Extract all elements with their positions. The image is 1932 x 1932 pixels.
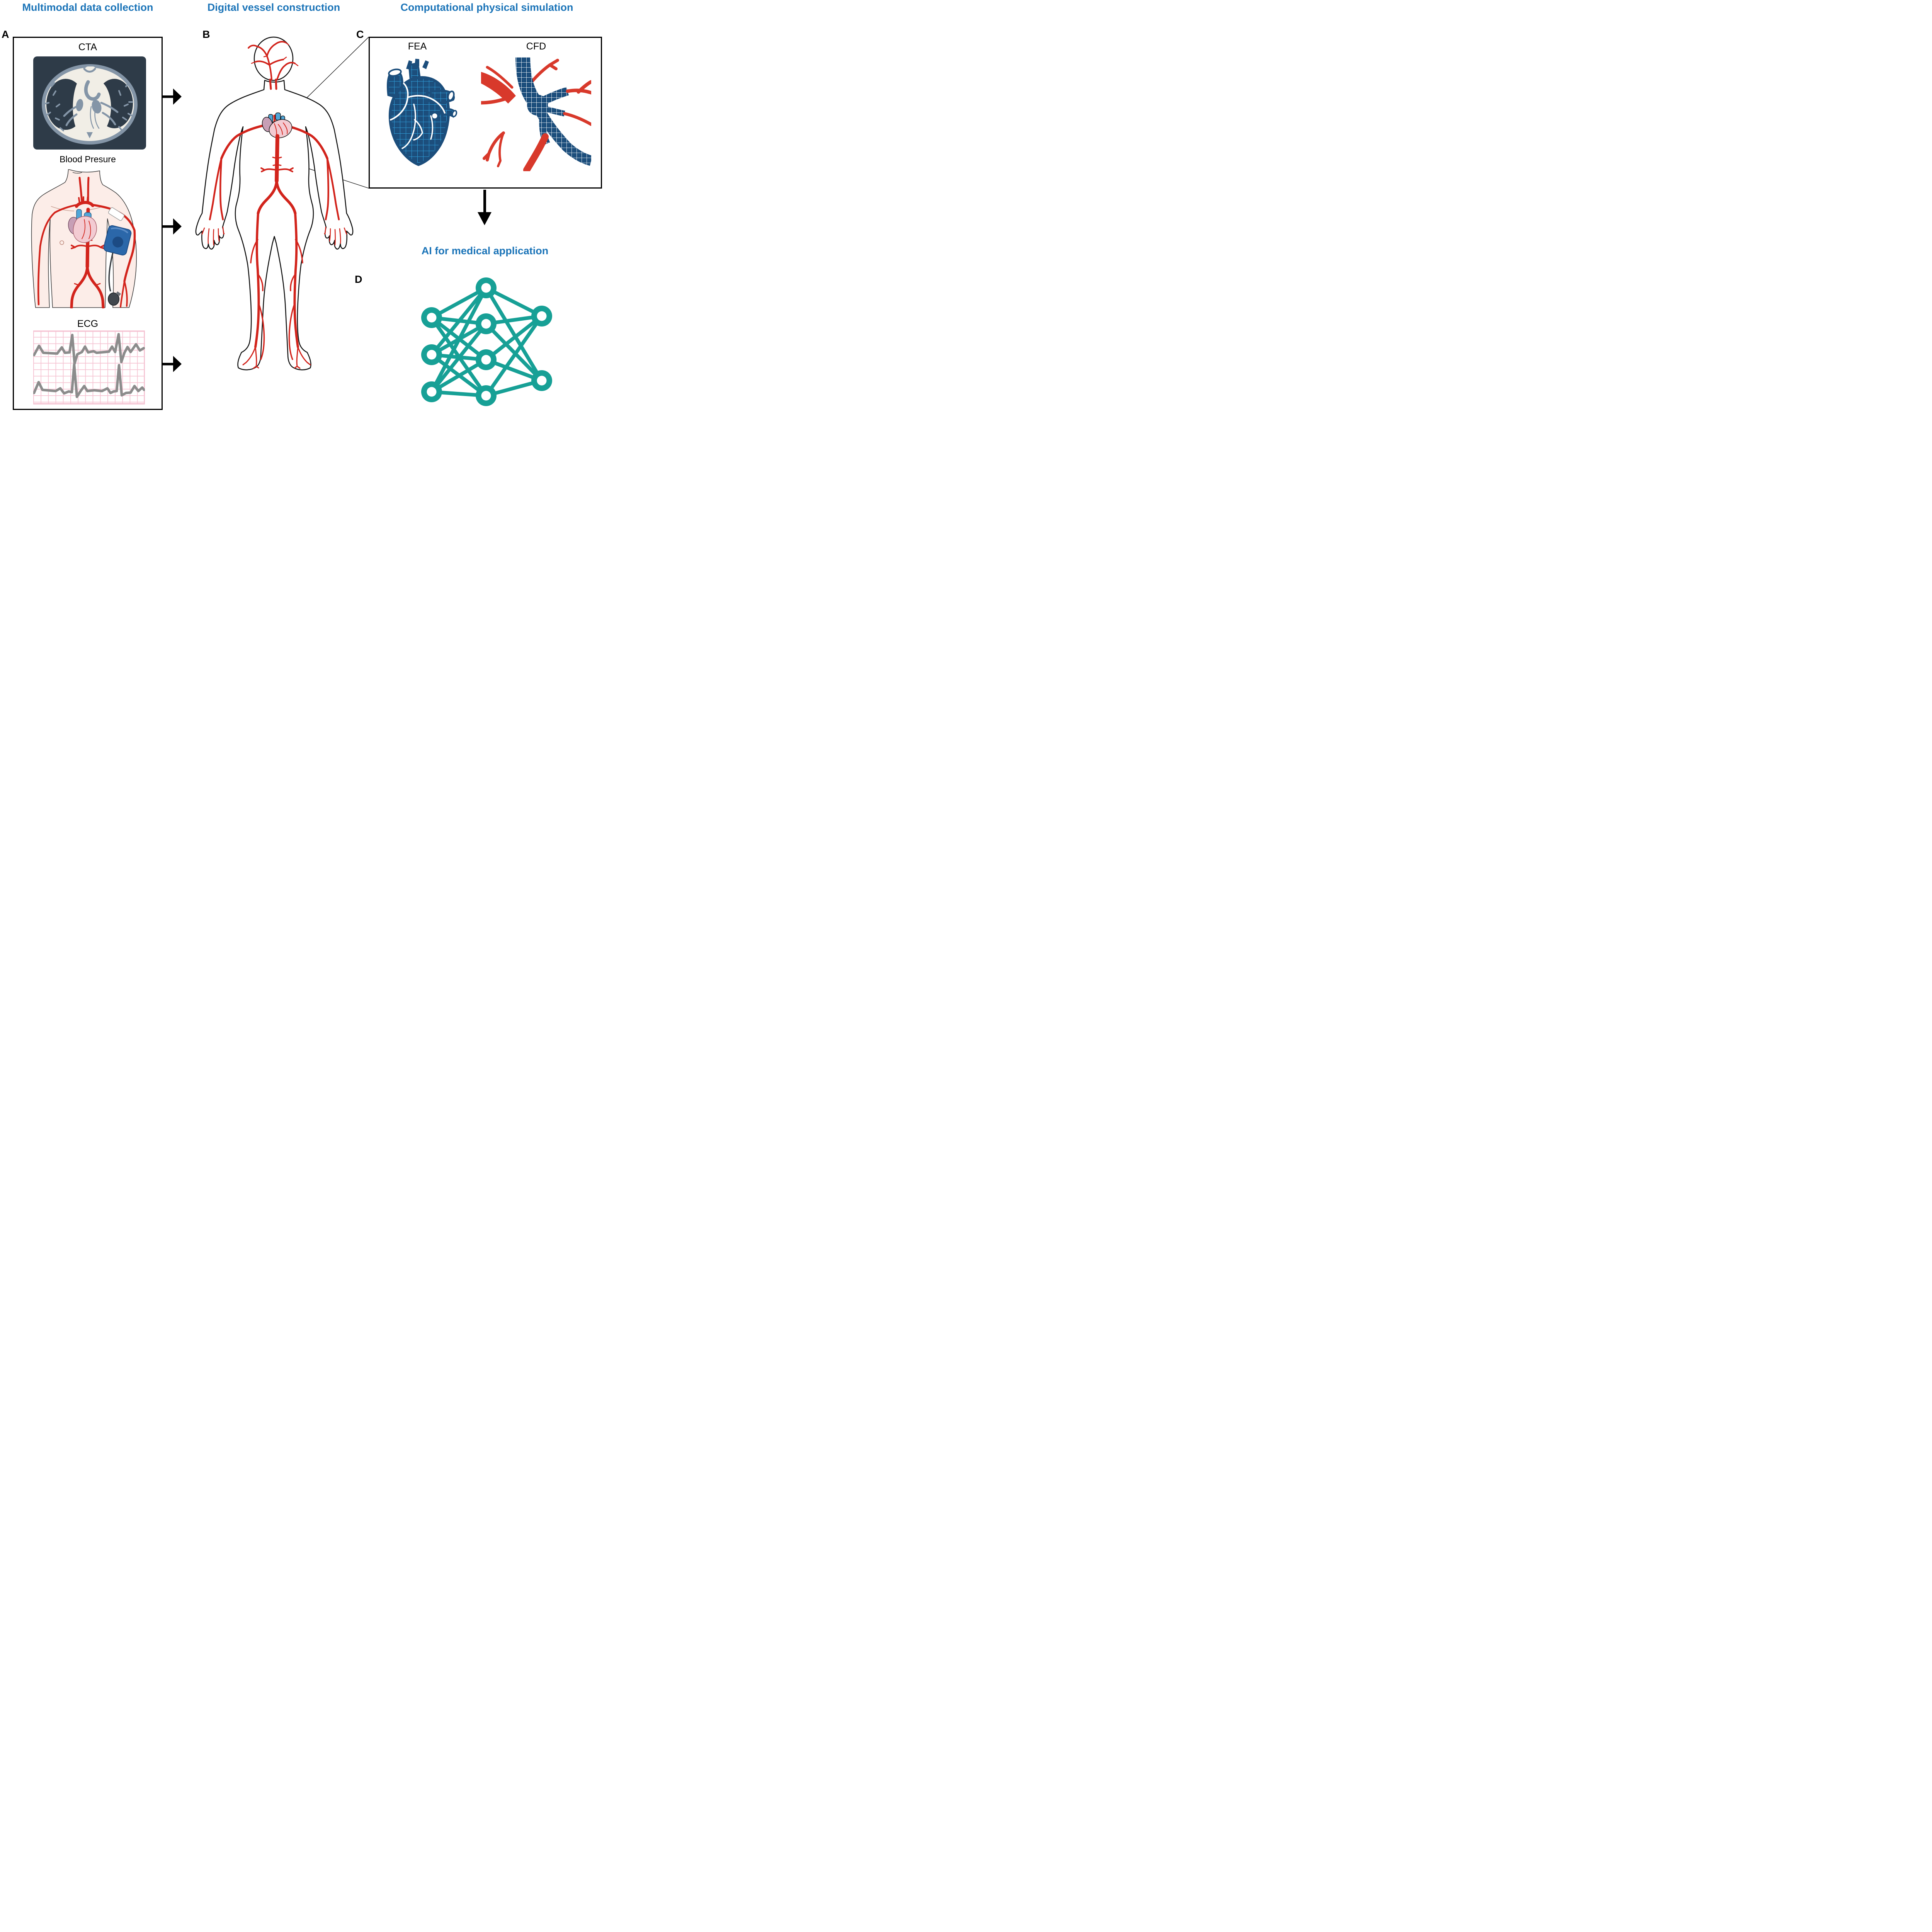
nn-edges <box>430 286 544 398</box>
panel-letter-a: A <box>2 29 9 40</box>
panel-letter-d: D <box>355 274 362 285</box>
title-digital-vessel-construction: Digital vessel construction <box>207 2 340 13</box>
fea-label: FEA <box>408 41 427 52</box>
fea-heart-icon <box>387 59 457 166</box>
ai-application-title: AI for medical application <box>421 245 549 257</box>
cfd-vessel-icon <box>481 57 591 171</box>
flow-arrow-icon <box>163 356 182 372</box>
title-computational-physical-simulation: Computational physical simulation <box>400 2 573 13</box>
down-arrow-icon <box>478 190 492 225</box>
nn-nodes <box>421 277 552 406</box>
ecg-trace-icon <box>33 330 145 405</box>
neural-network-icon <box>421 277 552 406</box>
ecg-label: ECG <box>77 318 99 329</box>
flow-arrow-icon <box>163 88 182 105</box>
bp-cuff-icon <box>103 225 132 256</box>
human-arterial-body-icon <box>195 36 354 371</box>
panel-letter-b: B <box>202 29 210 40</box>
title-multimodal-data-collection: Multimodal data collection <box>22 2 153 13</box>
figure-canvas: Multimodal data collection Digital vesse… <box>0 0 605 414</box>
cta-label: CTA <box>78 42 97 53</box>
panel-letter-c: C <box>356 29 364 40</box>
blood-pressure-label: Blood Presure <box>60 154 116 164</box>
blood-pressure-icon <box>31 169 137 308</box>
cfd-label: CFD <box>526 41 546 52</box>
ct-scan-icon <box>33 56 146 150</box>
flow-arrow-icon <box>163 218 182 235</box>
